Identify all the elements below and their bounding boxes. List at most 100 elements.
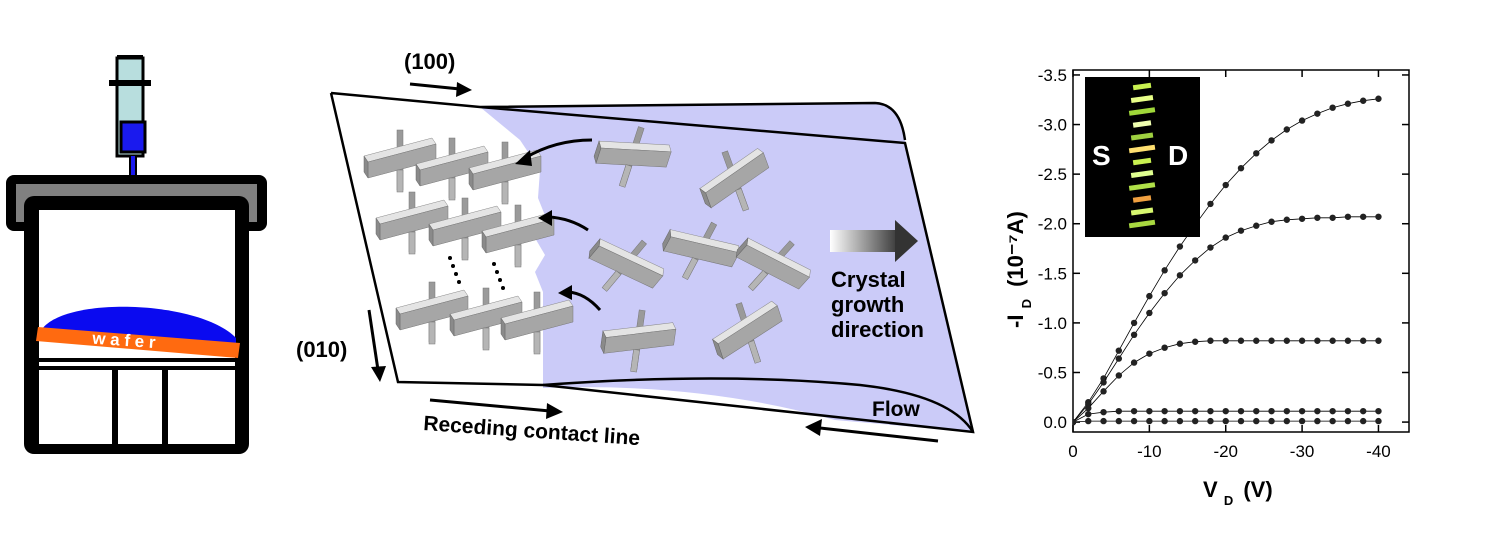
data-point (1237, 337, 1245, 344)
data-point (1207, 337, 1214, 344)
data-point (1253, 222, 1260, 229)
data-point (1191, 257, 1199, 264)
data-point (1100, 408, 1107, 416)
receding-arrow-icon (429, 398, 563, 419)
data-point (1146, 350, 1153, 357)
x-tick-label: -20 (1213, 442, 1238, 461)
data-point (1253, 407, 1260, 415)
data-point (1176, 272, 1184, 279)
data-point (1253, 337, 1260, 344)
apparatus: w a f e r (6, 55, 267, 454)
data-point (1329, 104, 1336, 111)
data-point (1161, 407, 1168, 415)
data-point (1085, 404, 1092, 412)
data-point (1176, 243, 1184, 250)
label-010: (010) (296, 337, 347, 362)
data-point (1329, 407, 1336, 415)
data-point (1314, 337, 1321, 344)
data-point (1314, 407, 1321, 415)
data-point (1207, 407, 1214, 415)
x-axis-label: V D (V) (1203, 477, 1273, 510)
data-point (1375, 213, 1382, 220)
data-point (1268, 218, 1275, 225)
data-point (1329, 337, 1336, 344)
data-point (1359, 337, 1367, 344)
data-point (1314, 214, 1321, 221)
data-point (1268, 137, 1275, 144)
curved-arrow-icon (524, 138, 593, 160)
y-axis-ticks: 0.0-0.5-1.0-1.5-2.0-2.5-3.0-3.5 (1038, 66, 1409, 432)
x-tick-label: -10 (1137, 442, 1162, 461)
x-tick-label: -30 (1290, 442, 1315, 461)
data-point (1146, 407, 1153, 415)
inset-stripe (1128, 107, 1156, 116)
data-point (1329, 417, 1336, 425)
data-point (1268, 407, 1275, 415)
data-point (1268, 337, 1275, 344)
receding-line-label: Receding contact line (423, 412, 641, 450)
data-point (1314, 110, 1321, 117)
y-label-sub: D (1019, 299, 1034, 308)
data-point (1344, 100, 1352, 107)
data-point (1130, 359, 1138, 366)
data-point (1100, 379, 1107, 386)
ellipsis-dots (448, 256, 505, 290)
data-point (1283, 407, 1291, 415)
inset-stripe (1132, 195, 1152, 203)
data-point (1115, 355, 1123, 362)
data-point (1085, 410, 1092, 418)
direction-100-arrow-icon (409, 82, 472, 97)
data-point (1161, 289, 1168, 297)
data-point (1161, 344, 1168, 351)
series-line (1073, 216, 1379, 423)
data-point (1207, 417, 1214, 425)
data-point (1359, 417, 1367, 425)
iv-chart: 0.0-0.5-1.0-1.5-2.0-2.5-3.0-3.5 0-10-20-… (1003, 66, 1410, 510)
data-point (1375, 407, 1382, 415)
inset-stripe (1128, 219, 1156, 229)
data-point (1283, 126, 1291, 133)
growth-arrow-icon (830, 220, 918, 262)
data-point (1298, 407, 1306, 415)
data-point (1344, 213, 1352, 220)
y-tick-label: -1.5 (1038, 264, 1067, 283)
data-point (1253, 417, 1260, 425)
growth-direction-line-1: Crystal (831, 267, 906, 292)
data-point (1298, 337, 1306, 344)
inset-stripe (1128, 182, 1156, 191)
data-point (1073, 418, 1077, 426)
data-point (1298, 417, 1306, 425)
data-point (1237, 417, 1245, 425)
flow-curve (542, 377, 975, 433)
data-point (1359, 213, 1367, 220)
data-point (1283, 417, 1291, 425)
data-point (1130, 407, 1138, 415)
data-point (1375, 337, 1382, 344)
attachment-arrows (515, 138, 602, 311)
data-point (1191, 417, 1199, 425)
y-label-prefix: -I (1003, 315, 1028, 328)
data-point (1329, 214, 1336, 221)
data-point (1237, 227, 1245, 234)
flow-arrow-icon (805, 419, 939, 443)
data-point (1375, 417, 1382, 425)
data-point (1161, 267, 1168, 274)
data-point (1191, 338, 1199, 345)
data-point (1283, 216, 1291, 223)
inset-stripe (1132, 157, 1152, 166)
data-point (1146, 417, 1153, 425)
x-tick-label: 0 (1068, 442, 1077, 461)
y-tick-label: -2.0 (1038, 215, 1067, 234)
inset-source-label: S (1092, 140, 1111, 171)
data-point (1222, 417, 1229, 425)
flow-label: Flow (872, 398, 920, 421)
data-point (1176, 340, 1184, 347)
data-point (1176, 407, 1184, 415)
plot-frame (1072, 69, 1410, 433)
inset-stripe (1130, 132, 1154, 141)
inset-stripe (1132, 120, 1152, 128)
data-point (1100, 417, 1107, 425)
x-tick-label: -40 (1366, 442, 1391, 461)
data-point (1359, 97, 1367, 104)
data-point (1344, 407, 1352, 415)
